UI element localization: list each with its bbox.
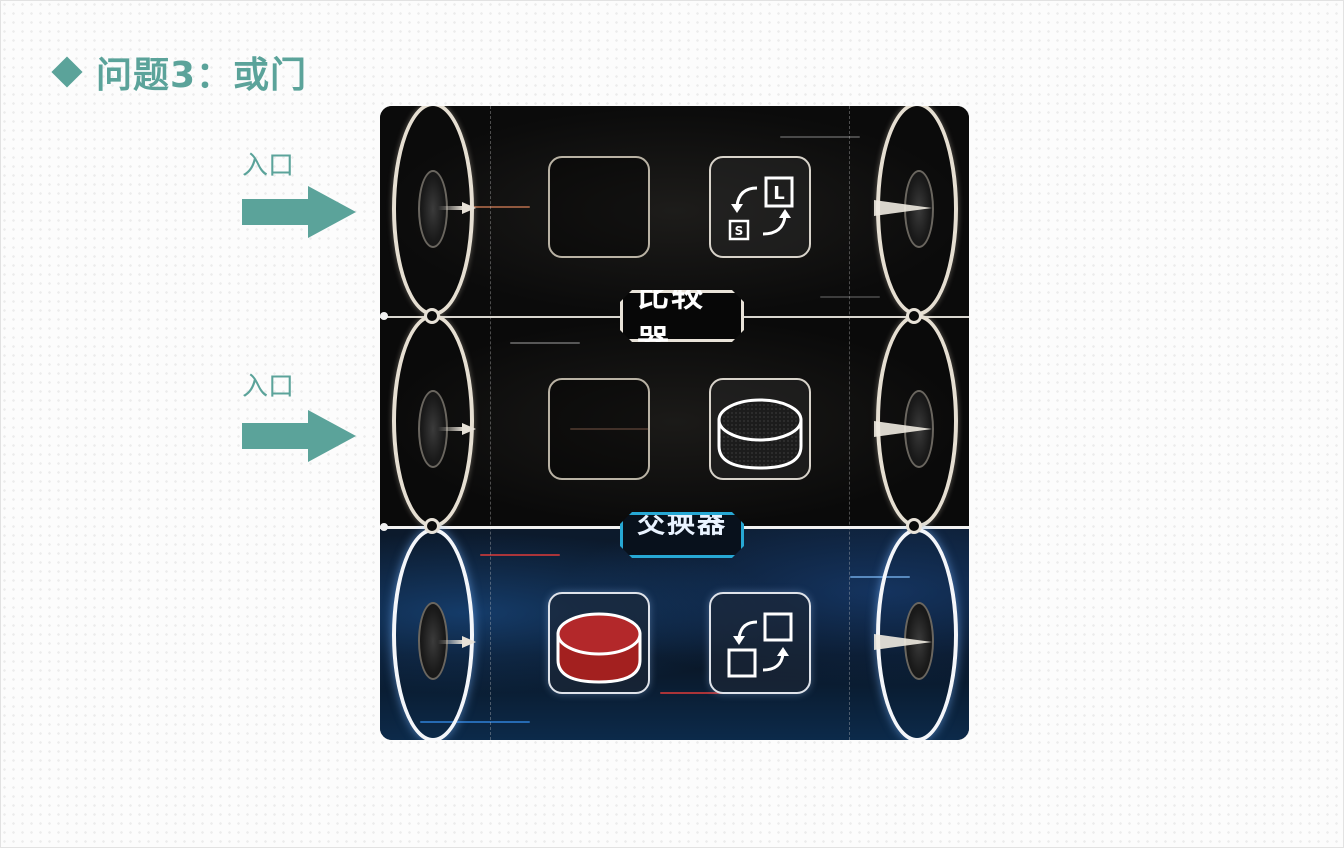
large-letter: L (773, 183, 784, 204)
swap-squares-icon (727, 612, 793, 678)
red-disc-token (556, 612, 642, 684)
light-streak (780, 136, 860, 138)
roller-joint (424, 308, 440, 324)
board-row-3 (380, 528, 969, 740)
roller-joint (906, 518, 922, 534)
divider-dot (380, 312, 388, 320)
light-streak (660, 692, 730, 694)
diamond-icon (51, 56, 83, 88)
game-board: L S 比较器 交换器 (380, 106, 969, 740)
light-streak (570, 428, 650, 430)
slot-row2-right[interactable] (709, 378, 811, 480)
light-streak (470, 206, 530, 208)
entry-pointer-stem (438, 427, 464, 431)
page-title-text: 问题3：或门 (96, 55, 308, 96)
slot-row3-left[interactable] (548, 592, 650, 694)
entry-pointer-icon (462, 423, 476, 435)
slot-row1-right[interactable]: L S (709, 156, 811, 258)
column-guide-left (490, 106, 491, 740)
board-row-1 (380, 106, 969, 316)
entry-label-1: 入口 (242, 151, 295, 181)
slot-row3-right[interactable] (709, 592, 811, 694)
roller-joint (424, 518, 440, 534)
small-letter: S (735, 224, 744, 238)
page-title: 问题3：或门 (51, 50, 307, 96)
light-streak (510, 342, 580, 344)
light-streak (420, 721, 530, 723)
comparator-label: 比较器 (620, 290, 744, 342)
exit-spike-icon (874, 421, 932, 437)
light-streak (850, 576, 910, 578)
light-streak (820, 296, 880, 298)
swap-s-l-icon: L S (728, 176, 794, 241)
entry-pointer-icon (462, 202, 476, 214)
light-streak (480, 554, 560, 556)
entry-pointer-stem (438, 206, 464, 210)
entry-pointer-icon (462, 636, 476, 648)
divider-dot (380, 523, 388, 531)
entry-pointer-stem (438, 640, 464, 644)
right-arrow-icon (242, 410, 358, 462)
entry-label-2: 入口 (242, 372, 295, 402)
exchanger-label: 交换器 (620, 512, 744, 558)
board-row-2 (380, 316, 969, 528)
slot-row2-left[interactable] (548, 378, 650, 480)
right-arrow-icon (242, 186, 358, 238)
roller-joint (906, 308, 922, 324)
column-guide-right (849, 106, 850, 740)
black-disc-token (717, 398, 803, 470)
slot-row1-left[interactable] (548, 156, 650, 258)
exit-spike-icon (874, 200, 932, 216)
exit-spike-icon (874, 634, 932, 650)
